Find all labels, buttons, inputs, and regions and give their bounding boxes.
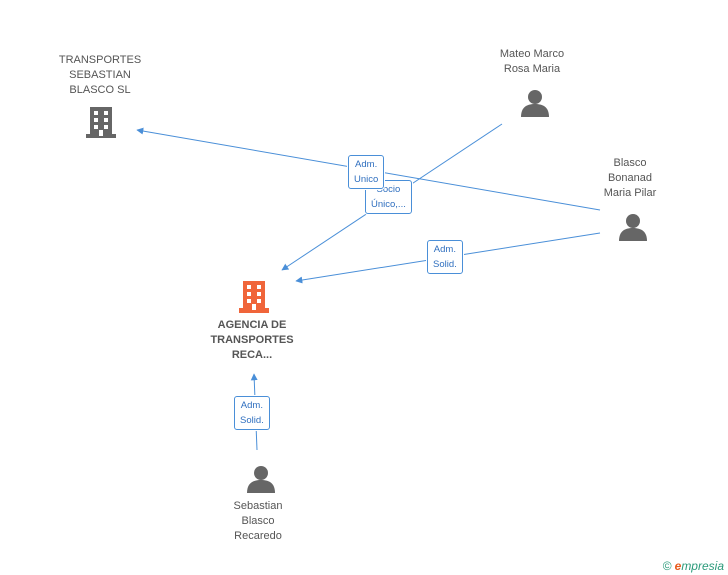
building-icon[interactable] (85, 105, 117, 138)
edge-label-adm-solid-sebastian[interactable]: Adm. Solid. (234, 396, 270, 430)
person-label-mateo[interactable]: Mateo Marco Rosa Maria (499, 48, 565, 75)
person-icon[interactable] (246, 465, 276, 493)
person-icon[interactable] (520, 89, 550, 117)
building-icon[interactable] (238, 279, 270, 313)
person-label-blasco-pilar[interactable]: Blasco Bonanad Maria Pilar (603, 157, 657, 199)
edge-label-socio-unico[interactable]: Socio Único,... (365, 180, 412, 214)
brand-footer[interactable]: ©empresia (663, 559, 724, 573)
person-icon[interactable] (618, 213, 648, 241)
company-label-transportes[interactable]: TRANSPORTES SEBASTIAN BLASCO SL (58, 54, 142, 96)
brand-name: mpresia (681, 559, 724, 573)
edge-label-adm-solid-pilar[interactable]: Adm. Solid. (427, 240, 463, 274)
copyright-icon: © (662, 559, 672, 573)
person-label-sebastian[interactable]: Sebastian Blasco Recaredo (233, 500, 283, 542)
company-label-agencia[interactable]: AGENCIA DE TRANSPORTES RECA... (210, 319, 294, 361)
brand-initial: e (674, 559, 682, 573)
edge-label-adm-unico[interactable]: Adm. Unico (348, 155, 385, 189)
